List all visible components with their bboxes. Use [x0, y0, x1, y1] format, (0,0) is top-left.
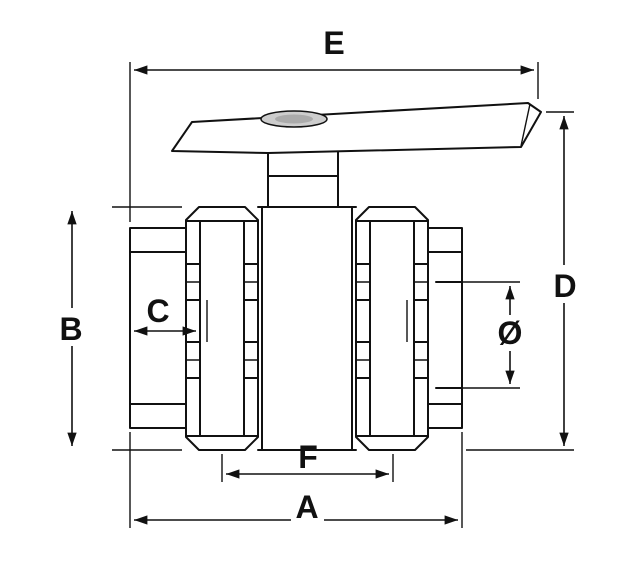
right-nut-outline	[355, 206, 429, 451]
dim-A-label-background	[291, 492, 324, 524]
dim-D-extension-lines	[466, 111, 574, 451]
right-nut-chamfer-lines	[355, 220, 429, 437]
handle-stem-cap-center	[275, 114, 313, 124]
dim-E-extension-lines	[129, 62, 539, 222]
left-nut-outline	[185, 206, 259, 451]
dim-diameter-extension-lines	[446, 281, 520, 389]
dim-D: D	[466, 111, 581, 451]
right-socket-bore-lines	[435, 281, 463, 389]
dim-D-label-background	[548, 265, 581, 303]
handle-lever-outline	[171, 102, 542, 154]
left-socket-outline	[129, 227, 187, 429]
dim-label-diameter: Ø	[498, 315, 523, 351]
dim-E: E	[129, 25, 539, 222]
dim-C: C	[134, 293, 196, 336]
valve-illustration	[129, 102, 542, 451]
right-socket-end	[427, 227, 463, 429]
dim-label-A: A	[295, 489, 318, 525]
body-side-edges	[261, 206, 353, 451]
dim-label-F: F	[298, 439, 318, 475]
left-nut-inner-edges	[199, 220, 245, 437]
right-socket-step-lines	[427, 251, 463, 405]
left-nut-chamfer-lines	[185, 220, 259, 437]
dim-B-label-background	[55, 308, 88, 346]
dimensions: E D B C	[55, 25, 581, 528]
right-nut-rib-midlines	[356, 281, 428, 361]
dim-diameter: Ø	[446, 281, 528, 389]
stem-edges	[267, 151, 339, 208]
dim-label-E: E	[323, 25, 344, 61]
dim-B-extension-lines	[112, 206, 182, 451]
dim-label-D: D	[553, 268, 576, 304]
left-socket-step-lines	[129, 251, 187, 405]
right-nut-inner-edges	[369, 220, 415, 437]
body-top-bottom-edges	[257, 206, 357, 451]
dim-label-C: C	[146, 293, 169, 329]
dim-B: B	[55, 206, 182, 451]
left-socket-end	[129, 227, 187, 429]
dim-A-extension-lines	[129, 432, 463, 528]
dim-label-B: B	[59, 311, 82, 347]
dim-diameter-label-background	[492, 315, 528, 351]
valve-body-center	[257, 206, 357, 451]
left-nut-rib-midlines	[186, 281, 258, 361]
right-union-nut	[355, 206, 429, 451]
valve-stem	[267, 151, 339, 208]
left-union-nut	[185, 206, 259, 451]
right-socket-outline	[427, 227, 463, 429]
dim-F: F	[221, 439, 394, 482]
dim-A: A	[129, 432, 463, 528]
valve-handle	[171, 102, 542, 154]
dim-F-extension-lines	[221, 454, 394, 482]
handle-end-bevel-line	[520, 103, 531, 147]
